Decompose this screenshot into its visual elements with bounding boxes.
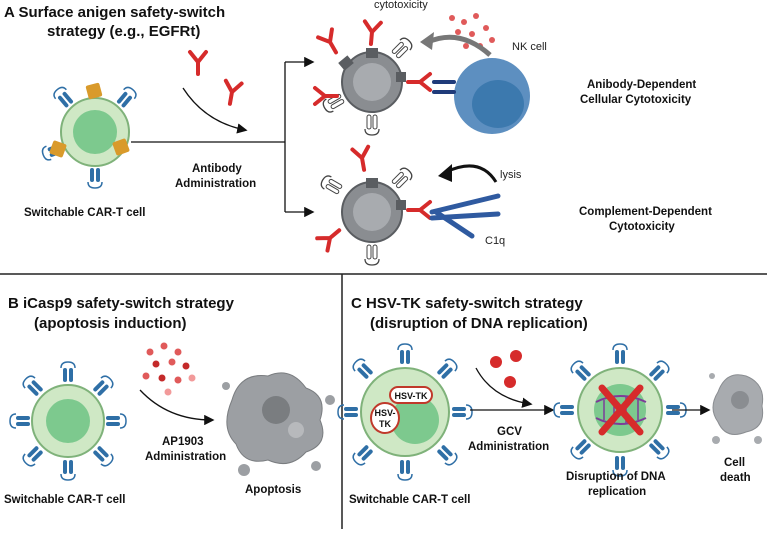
- panel-c-title-1: C HSV-TK safety-switch strategy: [351, 295, 583, 312]
- adcc-label-1: Anibody-Dependent: [587, 79, 696, 91]
- cdc-label-1: Complement-Dependent: [579, 206, 712, 218]
- panel-b-admin-2: Administration: [145, 451, 226, 463]
- death-label-1: Cell: [724, 457, 745, 469]
- free-antibodies: [188, 50, 244, 108]
- hsv-tk-label-1: HSV-TK: [394, 391, 428, 401]
- lysis-arrow: [445, 164, 498, 183]
- panel-a-title-1: A Surface anigen safety-switch: [4, 4, 225, 21]
- dead-cell: [709, 373, 764, 444]
- disruption-label-2: replication: [588, 486, 646, 498]
- panel-b-title-2: (apoptosis induction): [34, 315, 186, 332]
- gcv-arrow: [475, 367, 533, 408]
- c1q-label: C1q: [485, 235, 505, 247]
- panel-c-cell-label: Switchable CAR-T cell: [349, 494, 470, 506]
- panel-c-admin-1: GCV: [497, 426, 522, 438]
- car-t-cell-c: [337, 343, 473, 481]
- cytotoxicity-label: cytotoxicity: [374, 0, 428, 11]
- panel-a-admin-1: Antibody: [192, 163, 242, 175]
- hsv-tk-label-2a: HSV-: [374, 408, 395, 418]
- panel-b-admin-1: AP1903: [162, 436, 204, 448]
- c1q-complex: [429, 193, 501, 239]
- panel-a-title-2: strategy (e.g., EGFRt): [47, 23, 200, 40]
- ap1903-arrow: [139, 389, 215, 426]
- car-t-cell-a: [40, 82, 139, 189]
- adcc-label-2: Cellular Cytotoxicity: [580, 94, 692, 106]
- panel-a-admin-2: Administration: [175, 178, 256, 190]
- disruption-label-1: Disruption of DNA: [566, 471, 666, 483]
- apoptotic-cell: [222, 372, 335, 476]
- nk-cell: [432, 58, 530, 134]
- panel-c-title-2: (disruption of DNA replication): [370, 315, 588, 332]
- gcv-molecules: [490, 350, 522, 388]
- car-t-cell-b: [9, 361, 127, 481]
- lysis-label: lysis: [500, 169, 522, 181]
- nk-cell-label: NK cell: [512, 41, 547, 53]
- dna-disrupted-cell: [553, 343, 687, 477]
- cdc-target-cell: [315, 144, 432, 266]
- cdc-label-2: Cytotoxicity: [609, 221, 675, 233]
- panel-c-admin-2: Administration: [468, 441, 549, 453]
- adcc-target-cell: [313, 19, 432, 136]
- hsv-tk-label-2b: TK: [379, 419, 391, 429]
- panel-b-title-1: B iCasp9 safety-switch strategy: [8, 295, 235, 312]
- branch-arrows: [131, 56, 315, 218]
- apoptosis-label: Apoptosis: [245, 484, 301, 496]
- death-label-2: death: [720, 472, 751, 484]
- antibody-arrow: [182, 87, 248, 134]
- panel-a-cell-label: Switchable CAR-T cell: [24, 207, 145, 219]
- cytotoxicity-arrow: [426, 34, 492, 57]
- panel-b-cell-label: Switchable CAR-T cell: [4, 494, 125, 506]
- ap1903-molecules: [142, 342, 196, 396]
